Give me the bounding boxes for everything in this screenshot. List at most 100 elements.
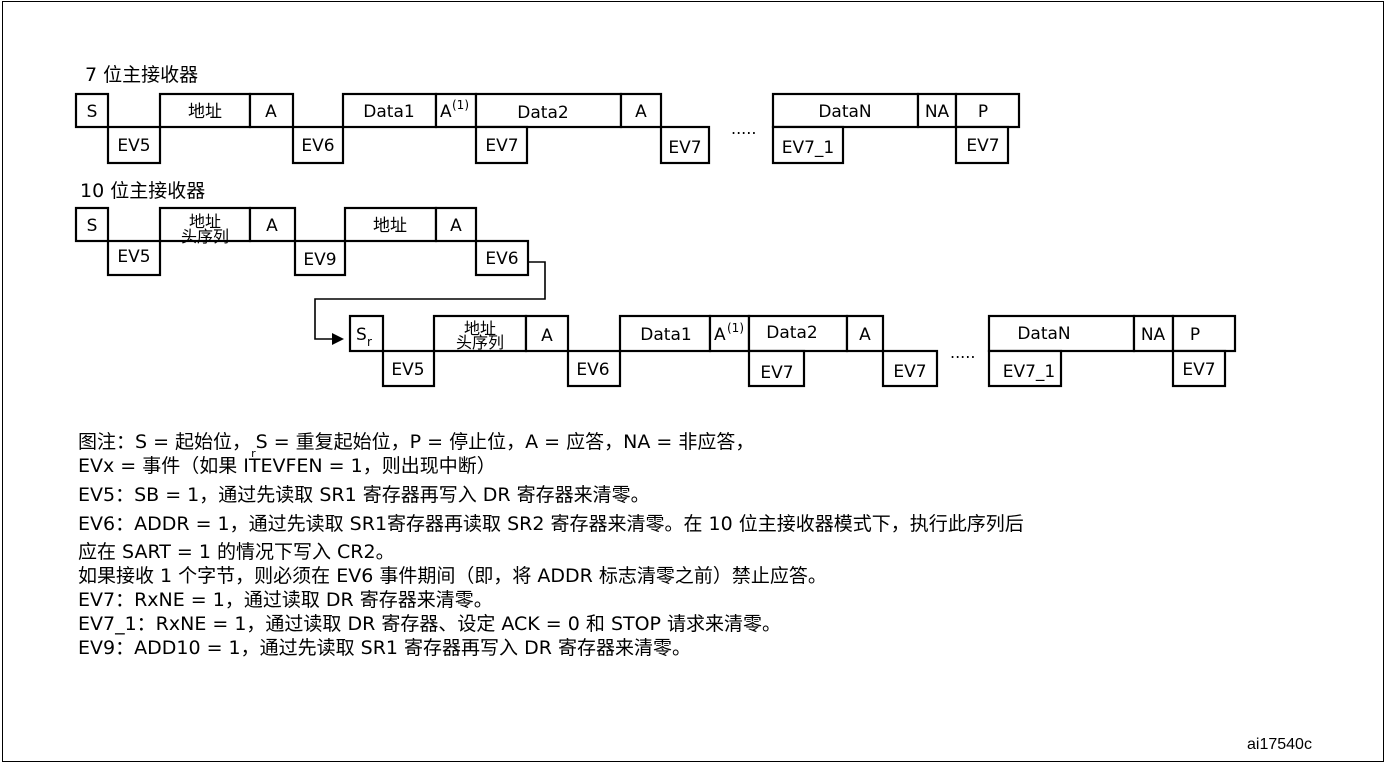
row2-ev9-label: EV9: [303, 250, 336, 270]
row1-nack-label: NA: [925, 102, 950, 122]
note-line-1c: S = 重复起始位，P = 停止位，A = 应答，NA = 非应答，: [255, 431, 755, 453]
row1-ev7-box-c: [954, 125, 1010, 165]
note-line-4: EV6：ADDR = 1，通过先读取 SR1寄存器再读取 SR2 寄存器来清零。…: [78, 513, 1024, 535]
row3-data2-box: [747, 314, 849, 353]
row1-ev7-box-b: [659, 125, 711, 165]
row1-ev7-label-c: EV7: [966, 136, 999, 156]
row2-ack-box: [248, 206, 297, 243]
row3-ev7-box-a: [747, 349, 806, 388]
note-line-1: 图注：S = 起始位，rS = 重复起始位，P = 停止位，A = 应答，NA …: [78, 430, 1278, 460]
row2-bottom-boxes: [106, 239, 530, 277]
row3-datan-label: DataN: [1017, 324, 1070, 344]
row1-ev5-box: [106, 125, 162, 165]
row3-ev7-box-b: [881, 349, 939, 388]
row3-stop-box: [1171, 314, 1237, 353]
note-line-6: 如果接收 1 个字节，则必须在 EV6 事件期间（即，将 ADDR 标志清零之前…: [78, 565, 827, 587]
row3-ev6-box: [566, 349, 622, 388]
row2-ack-label: A: [266, 216, 278, 236]
row1-start-label: S: [87, 102, 98, 122]
row2-ev5-box: [106, 239, 162, 277]
row1-ev7-1-box: [771, 125, 845, 165]
row2-ev9-box: [293, 239, 347, 277]
row1-stop-box: [954, 92, 1021, 129]
row3-ev5-box: [381, 349, 436, 388]
row2-address-label: 地址: [373, 216, 407, 236]
row2-ack2-box: [434, 206, 478, 243]
row1-ev6-box: [291, 125, 345, 165]
row3-header-label-2: 头序列: [456, 333, 504, 352]
note-line-3: EV5：SB = 1，通过先读取 SR1 寄存器再写入 DR 寄存器来清零。: [78, 484, 650, 506]
row1-ev6-label: EV6: [301, 136, 334, 156]
row2-ev5-label: EV5: [117, 247, 150, 267]
row3-bottom-boxes: [381, 349, 1227, 388]
row1-ev7-1-label: EV7_1: [782, 138, 835, 158]
row3-ack2-box: [845, 314, 885, 353]
row3-ack2-label: A: [859, 325, 871, 345]
title-7bit: 7 位主接收器: [85, 64, 198, 86]
row3-ev7-label-b: EV7: [893, 362, 926, 382]
row3-ev7-box-c: [1171, 349, 1227, 388]
note-line-2: EVx = 事件（如果 ITEVFEN = 1，则出现中断）: [78, 455, 496, 477]
row3-ack1-footnote: (1): [727, 321, 744, 335]
row1-ack1-label: A: [440, 102, 452, 122]
row3-ev7-label-c: EV7: [1182, 360, 1215, 380]
row1-ack-box: [248, 92, 295, 129]
row2-header-label-2: 头序列: [181, 227, 229, 246]
row3-restart-label: S: [356, 325, 367, 345]
connector-line: [314, 261, 546, 340]
row3-ack-label: A: [541, 326, 553, 346]
row1-data1-label: Data1: [363, 102, 414, 122]
row3-ev5-label: EV5: [391, 360, 424, 380]
row1-datan-box: [771, 92, 920, 129]
title-10bit: 10 位主接收器: [80, 180, 205, 202]
note-line-9: EV9：ADD10 = 1，通过先读取 SR1 寄存器再写入 DR 寄存器来清零…: [78, 637, 691, 659]
row2-start-box: [74, 206, 110, 243]
row1-ack2-box: [619, 92, 663, 129]
legend-notes: 图注：S = 起始位，rS = 重复起始位，P = 停止位，A = 应答，NA …: [78, 430, 1278, 660]
row1-labels: S 地址 A Data1 A (1) Data2 A DataN NA P EV…: [87, 98, 1000, 158]
row3-ack-box: [524, 314, 570, 353]
row1-bottom-boxes: [106, 125, 1010, 165]
row3-data2-label: Data2: [766, 323, 817, 343]
row3-datan-box: [987, 314, 1136, 353]
note-line-7: EV7：RxNE = 1，通过读取 DR 寄存器来清零。: [78, 589, 493, 611]
row3-data1-box: [618, 314, 712, 353]
row1-ev5-label: EV5: [117, 136, 150, 156]
row1-data2-label: Data2: [517, 103, 568, 123]
row3-top-boxes: [348, 314, 1237, 353]
row1-ev7-label-b: EV7: [668, 138, 701, 158]
row2-address-box: [343, 206, 438, 243]
connector-arrow: [314, 261, 546, 345]
row1-ack1-box: [434, 92, 478, 129]
row3-ev7-label-a: EV7: [760, 363, 793, 383]
row3-ev7-1-box: [987, 349, 1063, 388]
row1-start-box: [74, 92, 110, 129]
row1-data1-box: [341, 92, 438, 129]
row2-header-label-1: 地址: [189, 212, 221, 231]
row1-ev7-box-a: [474, 125, 529, 165]
row1-top-boxes: [74, 92, 1021, 129]
row2-ev6-box: [474, 239, 530, 277]
row1-ack2-label: A: [635, 102, 647, 122]
row3-ev6-label: EV6: [576, 360, 609, 380]
row1-datan-label: DataN: [818, 102, 871, 122]
row3-ellipsis: .....: [950, 343, 975, 362]
row3-nack-label: NA: [1141, 325, 1166, 345]
row1-ack1-footnote: (1): [452, 98, 469, 112]
row3-restart-box: [348, 314, 385, 353]
row2-ev6-label: EV6: [485, 249, 518, 269]
note-line-1-subscript: r: [251, 446, 256, 460]
arrow-head-icon: [332, 333, 344, 345]
row3-ack1-label: A: [714, 325, 726, 345]
row3-restart-subscript: r: [367, 335, 372, 349]
row3-data1-label: Data1: [640, 325, 691, 345]
row1-ellipsis: .....: [731, 119, 756, 138]
row1-ev7-label-a: EV7: [485, 136, 518, 156]
figure-id: ai17540c: [1247, 736, 1312, 753]
row3-labels: S r 地址 头序列 A Data1 A (1) Data2 A DataN N…: [356, 319, 1216, 383]
row1-ack-label: A: [265, 102, 277, 122]
row3-header-label-1: 地址: [464, 319, 496, 338]
note-line-8: EV7_1：RxNE = 1，通过读取 DR 寄存器、设定 ACK = 0 和 …: [78, 613, 782, 635]
row2-labels: S 地址 头序列 A 地址 A EV5 EV9 EV6: [87, 212, 519, 270]
